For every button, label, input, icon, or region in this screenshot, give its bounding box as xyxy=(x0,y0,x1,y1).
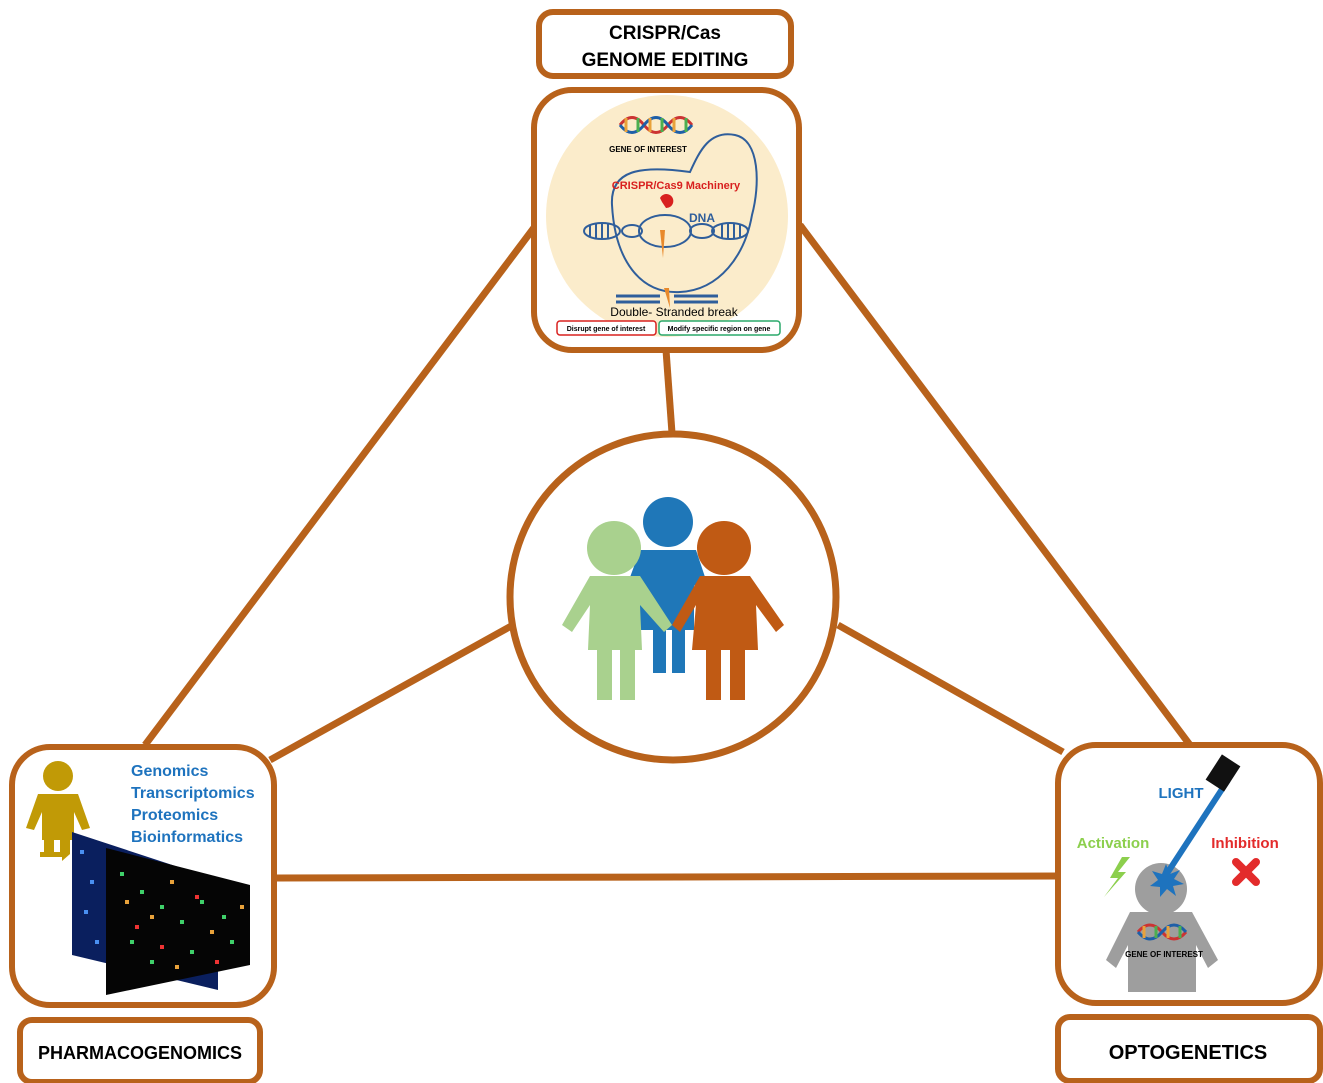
line-bottom xyxy=(276,872,1061,882)
light-burst-icon xyxy=(1150,864,1184,897)
crispr-title-line1: CRISPR/Cas xyxy=(609,23,721,44)
modify-label: Modify specific region on gene xyxy=(668,326,771,333)
person-gold-icon xyxy=(26,761,90,861)
inhibition-label: Inhibition xyxy=(1211,835,1278,852)
crispr-title-box: CRISPR/Cas GENOME EDITING xyxy=(536,9,794,79)
double-strand-break-label: Double- Stranded break xyxy=(610,305,738,319)
center-circle xyxy=(506,430,840,764)
double-strand-break-icon xyxy=(616,294,718,304)
omics-proteomics: Proteomics xyxy=(131,807,218,824)
break-cut-icon xyxy=(664,288,670,308)
crispr-machinery-label: CRISPR/Cas9 Machinery xyxy=(612,180,741,192)
crispr-title-line2: GENOME EDITING xyxy=(582,50,749,71)
gene-helix-icon xyxy=(1136,923,1188,941)
dna-label: DNA xyxy=(689,211,715,225)
dna-helix-icon xyxy=(618,116,694,134)
connector-lines xyxy=(142,222,1193,882)
person-orange-icon xyxy=(672,521,784,700)
gene-of-interest-label: GENE OF INTEREST xyxy=(609,145,687,154)
pharmacogenomics-panel: Genomics Transcriptomics Proteomics Bioi… xyxy=(9,744,277,1008)
disrupt-box xyxy=(556,320,657,336)
omics-bioinformatics: Bioinformatics xyxy=(131,829,243,846)
line-top-right xyxy=(797,222,1193,748)
line-center-left xyxy=(268,621,515,764)
omics-genomics: Genomics xyxy=(131,763,208,780)
cut-arrow-icon xyxy=(660,230,665,258)
optogenetics-title: OPTOGENETICS xyxy=(1109,1042,1268,1064)
omics-transcriptomics: Transcriptomics xyxy=(131,785,255,802)
line-center-right xyxy=(836,621,1065,756)
activation-label: Activation xyxy=(1077,835,1150,852)
person-green-icon xyxy=(562,521,672,700)
cell-outline xyxy=(610,133,758,294)
optogenetics-title-box: OPTOGENETICS xyxy=(1055,1014,1323,1083)
opto-gene-label: GENE OF INTEREST xyxy=(1125,950,1203,959)
optogenetics-panel: GENE OF INTEREST LIGHT Activation Inhibi… xyxy=(1055,742,1323,1006)
line-top-center xyxy=(662,349,676,434)
light-fiber-icon xyxy=(1163,778,1231,877)
line-top-left xyxy=(142,222,539,748)
microarray-icon xyxy=(72,832,250,995)
pharmacogenomics-title: PHARMACOGENOMICS xyxy=(38,1043,242,1063)
disrupt-label: Disrupt gene of interest xyxy=(567,326,646,333)
light-source-icon xyxy=(1205,754,1241,792)
pharmacogenomics-title-box: PHARMACOGENOMICS xyxy=(17,1017,263,1083)
dna-strand-icon xyxy=(583,214,749,248)
light-label: LIGHT xyxy=(1159,785,1204,802)
lightning-bolt-icon xyxy=(1104,857,1130,897)
cross-icon xyxy=(1232,858,1260,886)
modify-box xyxy=(658,320,781,336)
cas9-protein-icon xyxy=(660,194,674,209)
crispr-panel: GENE OF INTEREST CRISPR/Cas9 Machinery D… xyxy=(531,87,802,353)
